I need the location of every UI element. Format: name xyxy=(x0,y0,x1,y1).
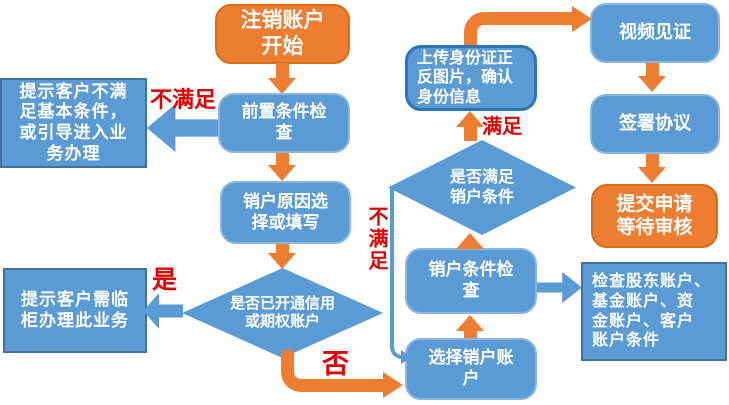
arrow-shaft xyxy=(276,153,289,167)
arrow-head-down-icon xyxy=(268,165,296,181)
arrow-shaft xyxy=(276,244,289,255)
arrow-head-up-icon xyxy=(456,111,484,127)
arrow-head-down-icon xyxy=(638,76,666,92)
arrow-head-up-icon xyxy=(456,315,484,331)
node-video-witness: 视频见证 xyxy=(590,3,720,63)
node-close-condition-check: 销户条件检 查 xyxy=(405,248,537,314)
node-start: 注销账户 开始 xyxy=(215,4,350,64)
label-yes: 是 xyxy=(152,267,178,294)
label-satisfied: 满足 xyxy=(482,116,522,138)
node-precondition-check: 前置条件检 查 xyxy=(218,93,350,153)
arrow-head-right-icon xyxy=(401,350,412,364)
arrow-shaft xyxy=(464,125,477,141)
arrow-shaft xyxy=(276,63,289,80)
arrow-head-down-icon xyxy=(268,253,296,269)
arrow-head-down-icon xyxy=(638,167,666,183)
arrow-elbow xyxy=(464,12,576,45)
label-no: 否 xyxy=(322,349,349,379)
node-condition-met-diamond: 是否满足 销户条件 xyxy=(388,140,576,235)
arrow-head-right-icon xyxy=(383,372,403,398)
node-upload-id: 上传身份证正 反图片，确认 身份信息 xyxy=(405,45,537,111)
node-check-accounts: 检查股东账户、 基金账户、资 金账户、客户 账户条件 xyxy=(581,262,727,361)
arrow-condcheck-to-checkaccounts xyxy=(537,272,582,303)
node-credit-option-diamond: 是否已开通信用 或期权账户 xyxy=(182,268,383,358)
label-not-satisfied-left: 不满足 xyxy=(150,87,217,112)
node-notify-not-qualified: 提示客户不满 足基本条件， 或引导进入业 务办理 xyxy=(0,78,147,168)
arrow-head-down-icon xyxy=(268,78,296,94)
arrow-shaft xyxy=(646,63,659,78)
node-close-reason: 销户原因选 择或填写 xyxy=(220,181,351,244)
label-not-satisfied-mid: 不满足 xyxy=(365,206,387,272)
arrow-head-right-icon xyxy=(572,6,592,32)
arrow-diamond-to-counter xyxy=(143,293,183,329)
arrow-shaft xyxy=(464,246,477,249)
node-select-account: 选择销户账 户 xyxy=(405,338,537,400)
node-notify-counter-service: 提示客户需临 柜办理此业务 xyxy=(3,268,147,353)
arrow-elbow xyxy=(390,186,403,359)
node-sign-agreement: 签署协议 xyxy=(590,94,720,154)
arrow-shaft xyxy=(464,329,477,338)
arrow-head-up-icon xyxy=(456,233,484,249)
arrow-elbow xyxy=(281,350,385,392)
arrow-shaft xyxy=(646,154,659,169)
node-submit-review: 提交申请 等待审核 xyxy=(591,184,718,248)
